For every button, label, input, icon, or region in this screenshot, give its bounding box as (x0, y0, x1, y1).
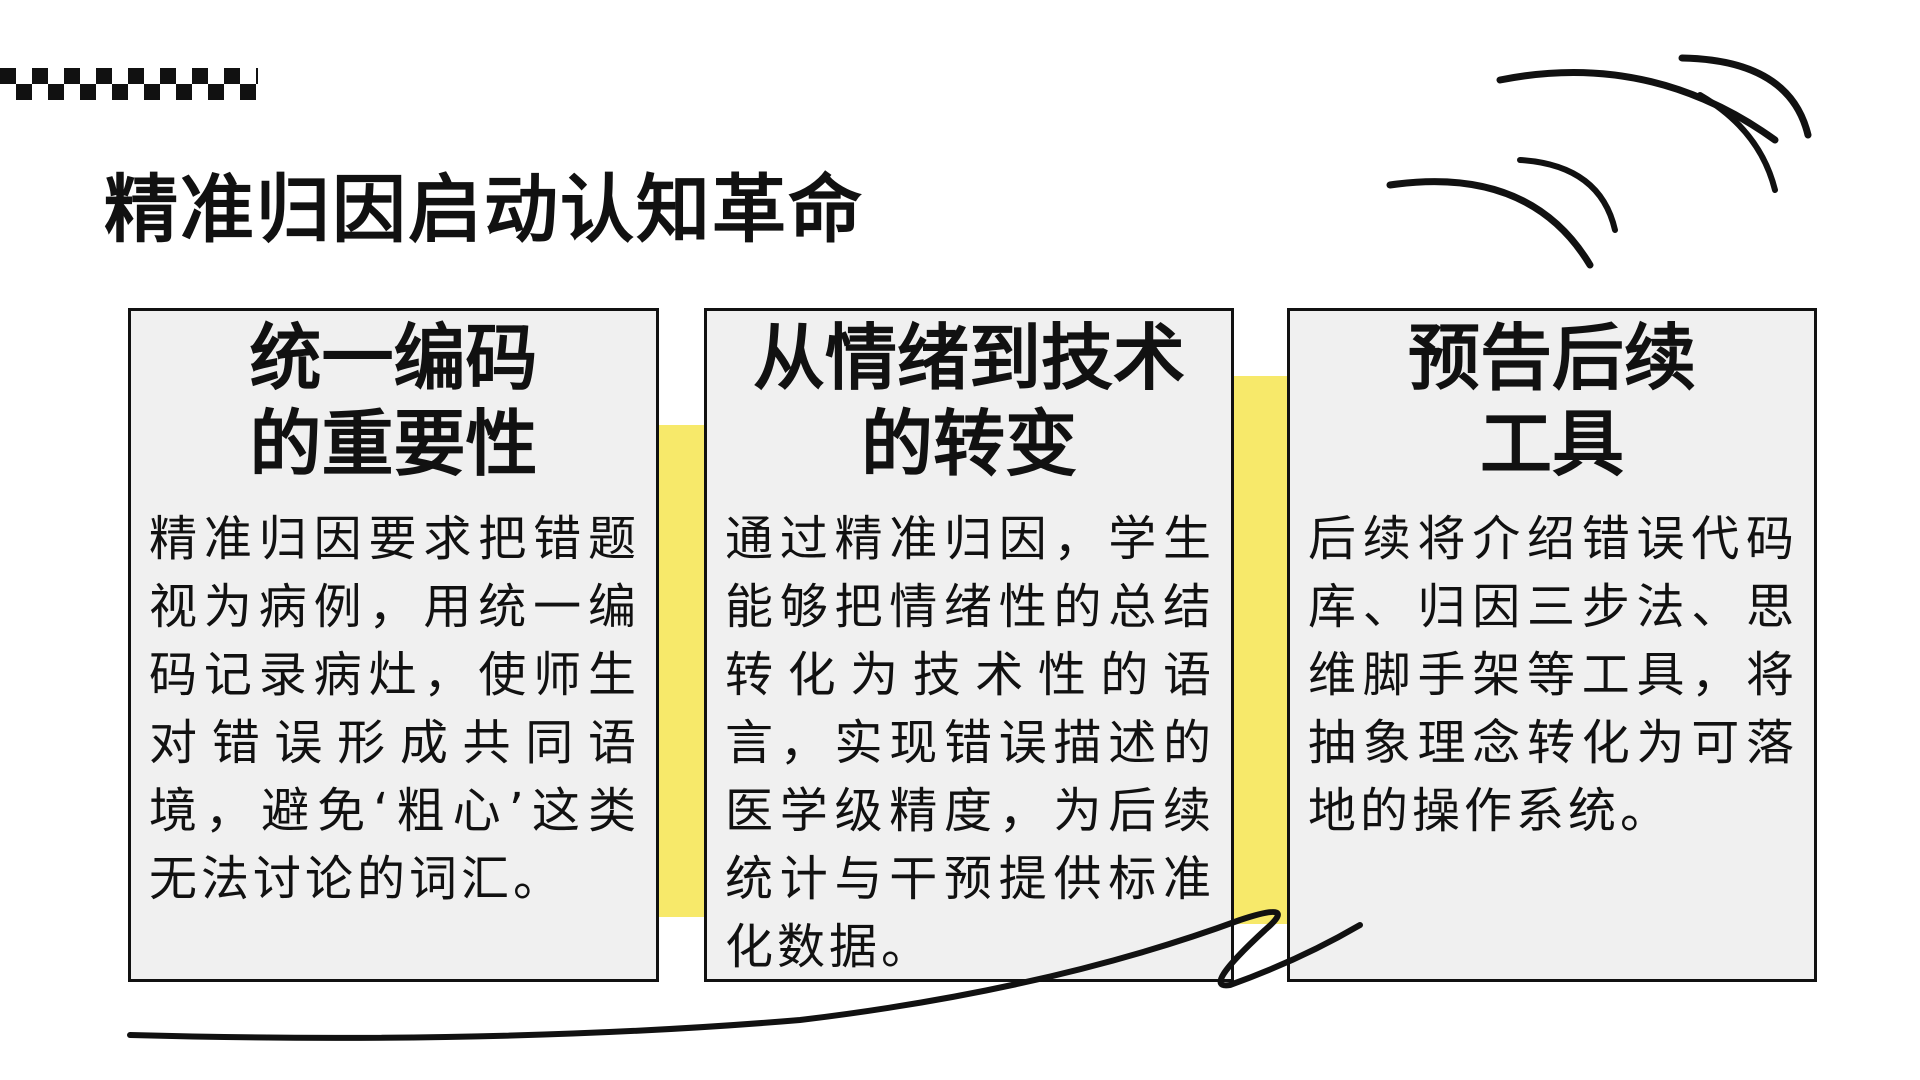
card-heading-line: 预告后续 (1407, 316, 1696, 400)
page-title: 精准归因启动认知革命 (104, 167, 864, 253)
card-heading-line: 统一编码 (249, 316, 538, 400)
card-emotion-to-technique: 从情绪到技术 的转变 通过精准归因，学生能够把情绪性的总结转化为技术性的语言，实… (704, 308, 1234, 982)
card-body: 通过精准归因，学生能够把情绪性的总结转化为技术性的语言，实现错误描述的医学级精度… (725, 511, 1215, 975)
card-heading-line: 从情绪到技术 (752, 316, 1185, 400)
card-heading-line: 的转变 (860, 402, 1077, 486)
card-unified-coding: 统一编码 的重要性 精准归因要求把错题视为病例，用统一编码记录病灶，使师生对错误… (128, 308, 659, 982)
yellow-band-right (1228, 376, 1292, 924)
card-heading: 从情绪到技术 的转变 (707, 311, 1231, 487)
card-upcoming-tools: 预告后续 工具 后续将介绍错误代码库、归因三步法、思维脚手架等工具，将抽象理念转… (1287, 308, 1817, 982)
checker-pattern-decoration (0, 68, 258, 100)
card-heading-line: 的重要性 (249, 402, 538, 486)
card-body: 精准归因要求把错题视为病例，用统一编码记录病灶，使师生对错误形成共同语境，避免‘… (149, 511, 640, 907)
card-heading-line: 工具 (1479, 402, 1624, 486)
card-heading: 统一编码 的重要性 (131, 311, 656, 487)
yellow-band-left (650, 425, 712, 917)
card-body: 后续将介绍错误代码库、归因三步法、思维脚手架等工具，将抽象理念转化为可落地的操作… (1308, 511, 1798, 839)
card-heading: 预告后续 工具 (1290, 311, 1814, 487)
